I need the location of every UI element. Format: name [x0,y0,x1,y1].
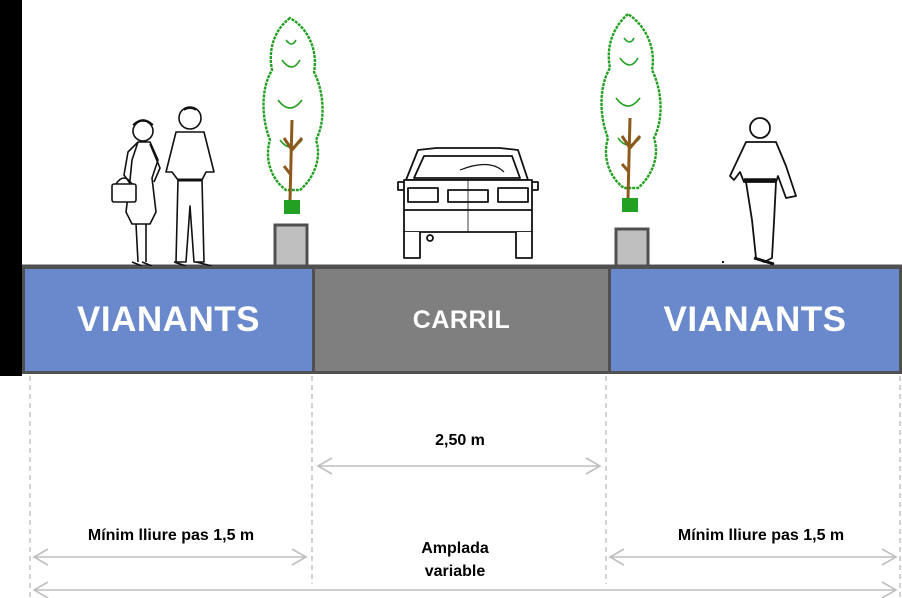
pedestrian-walking-icon [722,117,797,266]
left-clear-arrow [32,548,308,566]
total-width-arrow [32,581,898,598]
pedestrian-man-icon [165,106,215,267]
total-width-label-line1: Amplada [421,540,489,557]
pedestrian-woman-icon [111,119,161,267]
lane-width-label: 2,50 m [435,432,485,449]
left-edge-bar [0,0,22,376]
lane-label: CARRIL [412,305,511,334]
extension-lines [29,376,901,598]
sidewalk-right-zone: VIANANTS [611,266,902,374]
total-width-label-line2: variable [424,563,486,580]
right-clear-arrow [608,548,898,566]
lane-width-arrow [316,457,602,475]
sidewalk-left-zone: VIANANTS [22,266,312,374]
car-rear-icon [397,147,539,259]
tree-right-icon [600,12,662,268]
sidewalk-left-label: VIANANTS [77,300,260,339]
lane-zone: CARRIL [312,266,611,374]
sidewalk-right-label: VIANANTS [663,300,847,339]
tree-left-icon [262,16,324,268]
left-min-clear-label: Mínim lliure pas 1,5 m [87,527,255,544]
right-min-clear-label: Mínim lliure pas 1,5 m [677,527,845,544]
dimension-arrows [32,457,898,598]
